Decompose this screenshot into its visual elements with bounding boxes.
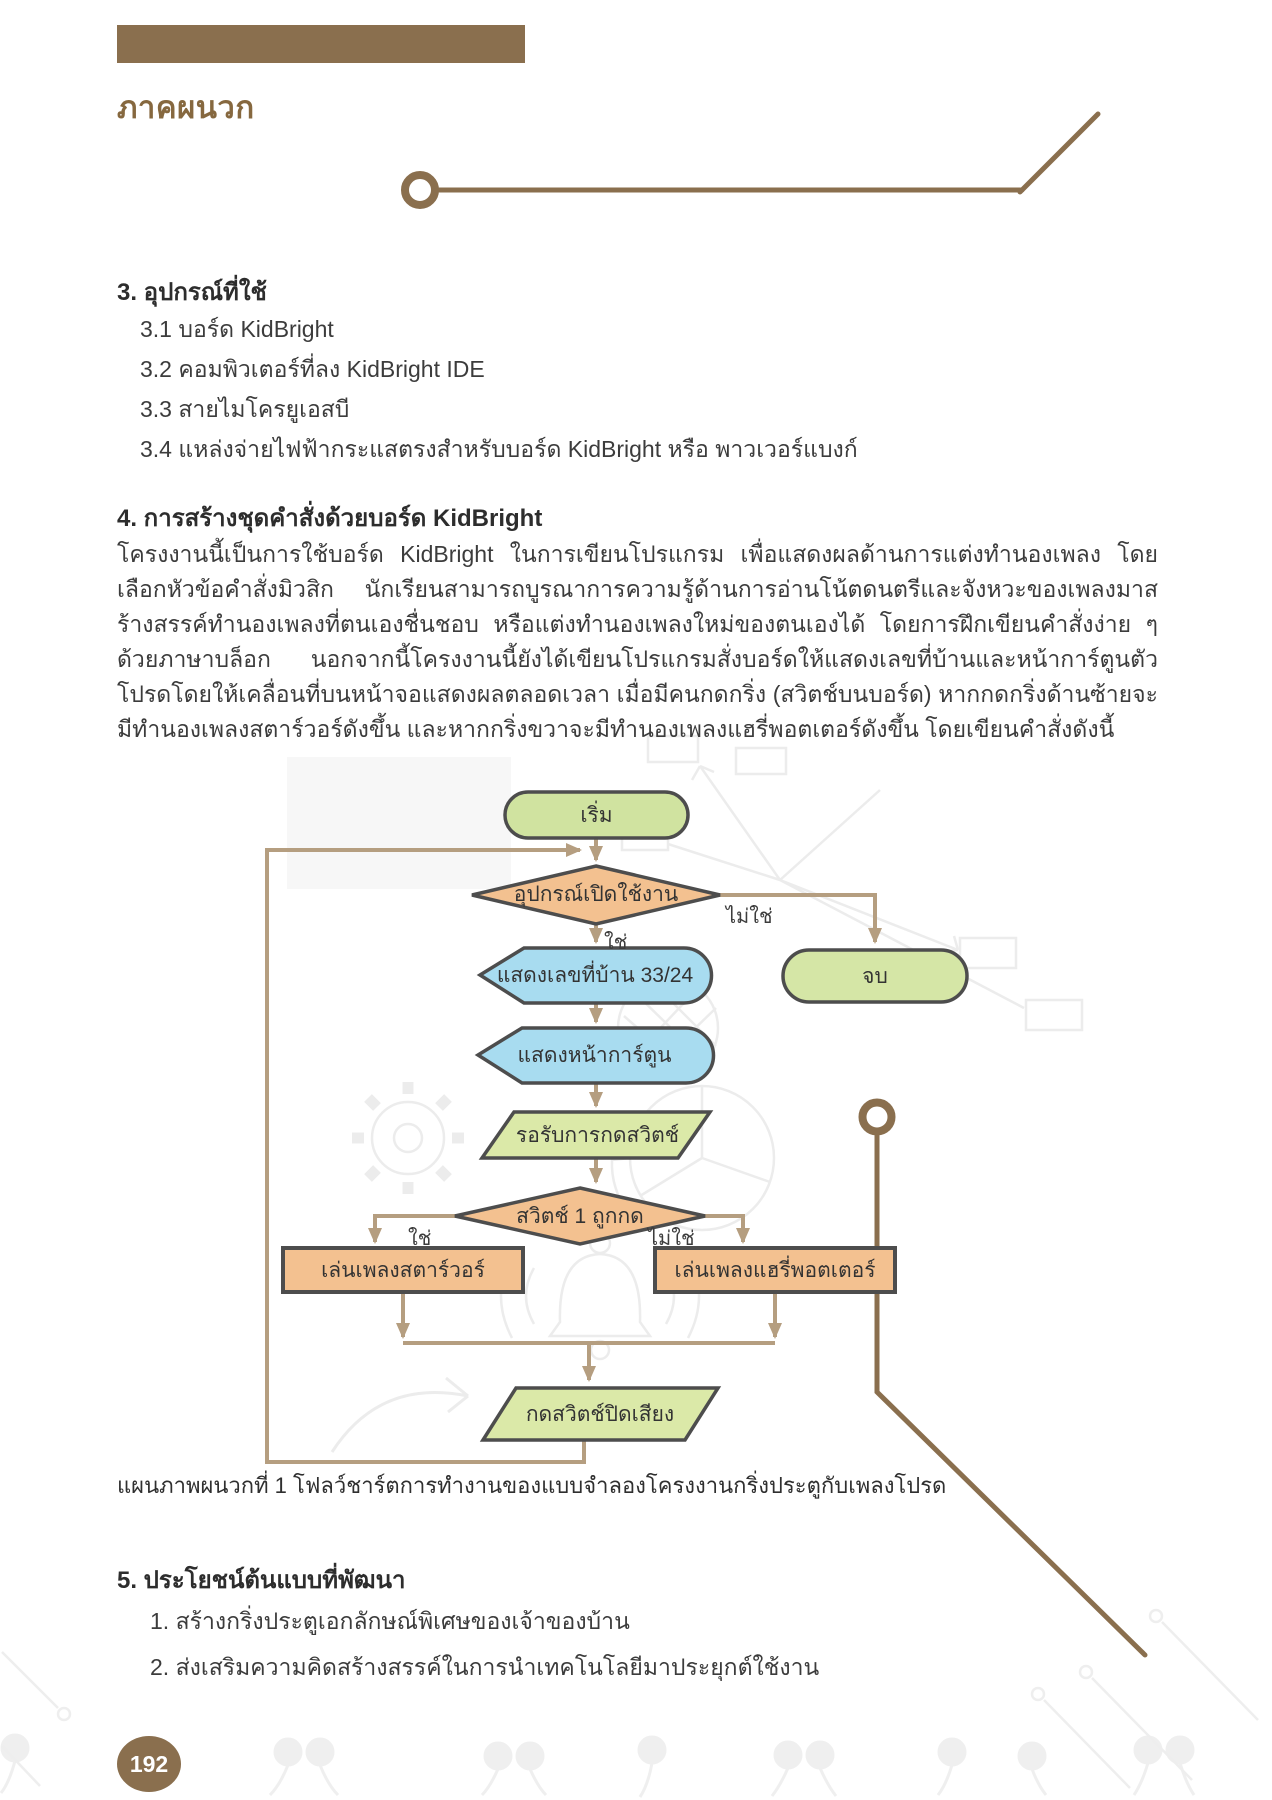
flow-node-mute-switch: กดสวิตช์ปิดเสียง [525, 1402, 675, 1426]
divider-ring-right [858, 1098, 896, 1136]
flow-branch-yes-1: ใช่ [604, 932, 628, 954]
page-number-badge: 192 [117, 1736, 181, 1792]
divider-line-right [874, 1130, 1148, 1658]
equipment-item-4: 3.4 แหล่งจ่ายไฟฟ้ากระแสตรงสำหรับบอร์ด Ki… [140, 436, 858, 462]
flow-node-check-device: อุปกรณ์เปิดใช้งาน [513, 882, 679, 906]
section-equipment-heading: 3. อุปกรณ์ที่ใช้ [117, 279, 267, 306]
benefit-item-1: 1. สร้างกริ่งประตูเอกลักษณ์พิเศษของเจ้าข… [150, 1608, 630, 1634]
flow-node-show-house-number: แสดงเลขที่บ้าน 33/24 [496, 964, 694, 987]
flow-branch-no-2: ไม่ใช่ [648, 1228, 695, 1250]
start-terminator-shape [503, 790, 690, 840]
action-right-shape [653, 1246, 897, 1294]
io1-shape [478, 1110, 714, 1160]
diagonal-line-top-right [1017, 111, 1101, 195]
programming-paragraph: โครงงานนี้เป็นการใช้บอร์ด KidBright ในกา… [117, 541, 1158, 742]
loop-back-connector [265, 843, 586, 1464]
flow-node-show-cartoon: แสดงหน้าการ์ตูน [517, 1044, 672, 1067]
flow-node-play-starwars: เล่นเพลงสตาร์วอร์ [321, 1258, 485, 1282]
watermark-panel [287, 757, 511, 889]
flow-node-wait-switch: รอรับการกดสวิตช์ [515, 1123, 680, 1147]
divider-ring-top [401, 171, 439, 209]
flow-node-switch1-pressed: สวิตช์ 1 ถูกกด [516, 1204, 644, 1228]
decision1-shape [471, 864, 721, 926]
process2-shape [474, 1026, 716, 1085]
action-left-shape [281, 1246, 525, 1294]
equipment-item-1: 3.1 บอร์ด KidBright [140, 316, 334, 342]
flow-branch-yes-2: ใช่ [408, 1228, 432, 1250]
process1-shape [476, 946, 714, 1005]
flow-branch-no-1: ไม่ใช่ [726, 906, 773, 928]
page-title: ภาคผนวก [117, 90, 255, 125]
decision2-shape [454, 1186, 706, 1246]
io2-shape [479, 1386, 722, 1442]
header-bar [117, 25, 525, 63]
section-programming-heading: 4. การสร้างชุดคำสั่งด้วยบอร์ด KidBright [117, 505, 543, 532]
flowchart-caption: แผนภาพผนวกที่ 1 โฟลว์ชาร์ตการทำงานของแบบ… [117, 1473, 947, 1498]
equipment-item-3: 3.3 สายไมโครยูเอสบี [140, 396, 350, 422]
flowchart-connectors [265, 838, 882, 1464]
section-benefits-heading: 5. ประโยชน์ต้นแบบที่พัฒนา [117, 1567, 406, 1594]
flow-node-play-harrypotter: เล่นเพลงแฮรี่พอตเตอร์ [674, 1258, 876, 1282]
flowchart-shapes [281, 790, 969, 1442]
flow-node-start: เริ่ม [580, 803, 613, 827]
benefit-item-2: 2. ส่งเสริมความคิดสร้างสรรค์ในการนำเทคโน… [150, 1654, 820, 1680]
equipment-item-2: 3.2 คอมพิวเตอร์ที่ลง KidBright IDE [140, 356, 485, 382]
end-terminator-shape [781, 948, 969, 1004]
brown-ornaments [401, 111, 1148, 1658]
flow-node-end: จบ [862, 964, 888, 988]
